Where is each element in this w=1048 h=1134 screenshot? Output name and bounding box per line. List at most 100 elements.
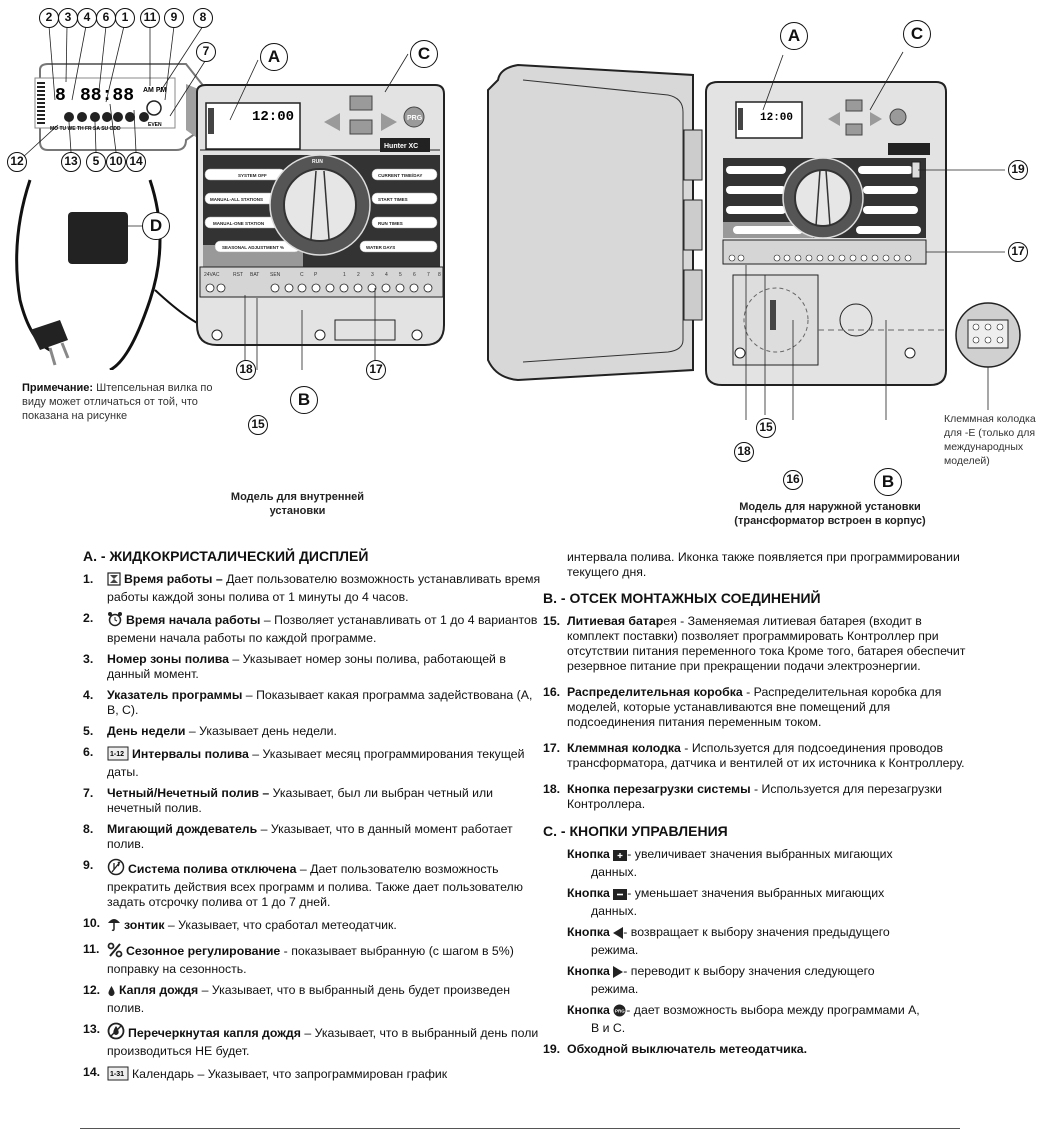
item-19: 19. Обходной выключатель метеодатчика. <box>543 1042 808 1056</box>
lcd-screen <box>205 102 301 150</box>
svg-text:24VAC: 24VAC <box>204 272 220 278</box>
callout-D: D <box>142 212 170 240</box>
list-item: 8.Мигающий дождеватель – Указывает, что … <box>83 822 543 852</box>
item-body: Клеммная колодка - Используется для подс… <box>567 741 973 771</box>
right-arrow-button-outdoor[interactable] <box>870 112 882 126</box>
svg-text:PRG: PRG <box>615 1009 625 1014</box>
footer-rule <box>80 1128 960 1129</box>
item-number: 13. <box>83 1022 101 1036</box>
right-arrow-button[interactable] <box>381 113 397 131</box>
item-term: Кнопка перезагрузки системы <box>567 782 751 796</box>
item-description: - Используется для подсоединения проводо… <box>567 741 965 770</box>
item-term: Клеммная колодка <box>567 741 681 755</box>
left-arrow-button-outdoor[interactable] <box>828 112 840 126</box>
button-text-continuation: данных. <box>591 904 637 918</box>
prg-button-icon: PRG <box>613 1004 626 1021</box>
svg-text:Hunter XC: Hunter XC <box>384 143 418 150</box>
item-term: зонтик <box>124 918 165 932</box>
svg-text:P: P <box>314 272 318 278</box>
list-item: 13. Перечеркнутая капля дождя – Указывает… <box>83 1022 543 1059</box>
item-description: - Распределительная коробка для моделей,… <box>567 685 942 729</box>
svg-text:4: 4 <box>385 272 388 278</box>
button-text: - переводит к выбору значения следующего <box>623 964 875 978</box>
list-item: 1. Время работы – Дает пользователю возмо… <box>83 572 543 605</box>
lcd-zoom-illustration: 8 88:88 AM PM EVEN MO TU WE TH FR SA SU … <box>21 25 225 159</box>
open-door <box>487 63 694 382</box>
item-body: Кнопка перезагрузки системы - Использует… <box>567 782 973 812</box>
item-description: Календарь – Указывает, что запрограммиро… <box>132 1067 448 1081</box>
callout-15-indoor: 15 <box>248 415 268 435</box>
calendar-1-31-icon: 1-31 <box>107 1065 129 1085</box>
item-body: Перечеркнутая капля дождя – Указывает, ч… <box>107 1022 543 1059</box>
plus-button[interactable] <box>349 95 373 111</box>
button-text: - возвращает к выбору значения предыдуще… <box>623 925 890 939</box>
lcd-screen-outdoor <box>735 101 803 139</box>
item-term: Перечеркнутая капля дождя <box>128 1026 301 1040</box>
button-label: Кнопка <box>567 886 610 900</box>
left-arrow-button[interactable] <box>324 113 340 131</box>
item-body: Система полива отключена – Дает пользова… <box>107 858 543 910</box>
item-term: Сезонное регулирование <box>126 944 281 958</box>
button-text-continuation: режима. <box>591 982 639 996</box>
svg-text:6: 6 <box>413 272 416 278</box>
plus-button-icon <box>613 850 628 865</box>
callout-5: 5 <box>86 152 106 172</box>
item-body: Время работы – Дает пользователю возможн… <box>107 572 543 605</box>
svg-text:CURRENT TIME/DAY: CURRENT TIME/DAY <box>378 173 422 178</box>
button-description: Кнопка PRG- дает возможность выбора межд… <box>567 1003 973 1036</box>
svg-text:7: 7 <box>427 272 430 278</box>
button-description: Кнопка - возвращает к выбору значения пр… <box>567 925 973 958</box>
callout-B-outdoor: B <box>874 468 902 496</box>
item-body: Литиевая батарея - Заменяемая литиевая б… <box>567 614 973 674</box>
lcd-time-outdoor: 12:00 <box>760 112 793 124</box>
item-term: Четный/Нечетный полив – <box>107 786 270 800</box>
svg-text:2: 2 <box>357 272 360 278</box>
button-text: - увеличивает значения выбранных мигающи… <box>627 847 893 861</box>
svg-text:RUN: RUN <box>312 159 323 165</box>
button-label: Кнопка <box>567 925 610 939</box>
item-body: Указатель программы – Показывает какая п… <box>107 688 543 718</box>
svg-text:1: 1 <box>343 272 346 278</box>
item-description: – Дает пользователю возможность прекрати… <box>107 862 523 909</box>
lcd-time: 12:00 <box>252 109 294 125</box>
plug-note: Примечание: Штепсельная вилка по виду мо… <box>22 382 213 422</box>
button-description: Кнопка - уменьшает значения выбранных ми… <box>567 886 973 919</box>
minus-button-outdoor[interactable] <box>845 123 863 136</box>
item-term: Литиевая батар <box>567 614 664 628</box>
button-text: - уменьшает значения выбранных мигающих <box>627 886 885 900</box>
item-number: 8. <box>83 822 94 836</box>
minus-button[interactable] <box>349 119 373 135</box>
button-line: Кнопка PRG- дает возможность выбора межд… <box>567 1003 973 1021</box>
indoor-controller-illustration: 12:00 PRG Hunter XC SYSTEM OFF MANUAL-AL… <box>15 53 445 370</box>
item-number: 5. <box>83 724 94 738</box>
button-label: Кнопка <box>567 847 610 861</box>
item-number: 1. <box>83 572 94 586</box>
button-line: Кнопка - увеличивает значения выбранных … <box>567 847 973 865</box>
item-term: Распределительная коробка <box>567 685 743 699</box>
item-description: – Указывает, что в выбранный день поли п… <box>107 1026 539 1058</box>
svg-text:MO TU WE TH FR SA SU OD: MO TU WE TH FR SA SU ODD <box>50 126 121 132</box>
prg-button[interactable] <box>403 106 425 128</box>
item-number: 3. <box>83 652 94 666</box>
list-item: 9.Система полива отключена – Дает пользо… <box>83 858 543 910</box>
item-number: 10. <box>83 916 101 930</box>
section-a-title: A. - ЖИДКОКРИСТАЛИЧЕСКИЙ ДИСПЛЕЙ <box>83 548 369 564</box>
svg-text:START TIMES: START TIMES <box>378 197 408 202</box>
item-description: Дает пользователю возможность устанавлив… <box>107 572 541 604</box>
callout-4: 4 <box>77 8 97 28</box>
callout-B-indoor: B <box>290 386 318 414</box>
item-description: – Указывает, что в выбранный день будет … <box>107 983 511 1015</box>
outdoor-caption: Модель для наружной установки (трансформ… <box>734 501 926 527</box>
prg-button-outdoor[interactable] <box>889 108 907 126</box>
list-item: 10.зонтик – Указывает, что сработал мете… <box>83 916 543 936</box>
svg-text:RUN TIMES: RUN TIMES <box>378 221 403 226</box>
item-term: Время работы – <box>124 572 223 586</box>
item-description: – Указывает, что в данный момент работае… <box>107 822 513 851</box>
mode-dial-outdoor[interactable] <box>794 169 852 227</box>
mode-dial[interactable] <box>283 168 357 242</box>
plus-button-outdoor[interactable] <box>845 99 863 112</box>
button-text-continuation: режима. <box>591 943 639 957</box>
svg-text:EVEN: EVEN <box>148 122 162 128</box>
svg-text:AM PM: AM PM <box>143 87 167 94</box>
